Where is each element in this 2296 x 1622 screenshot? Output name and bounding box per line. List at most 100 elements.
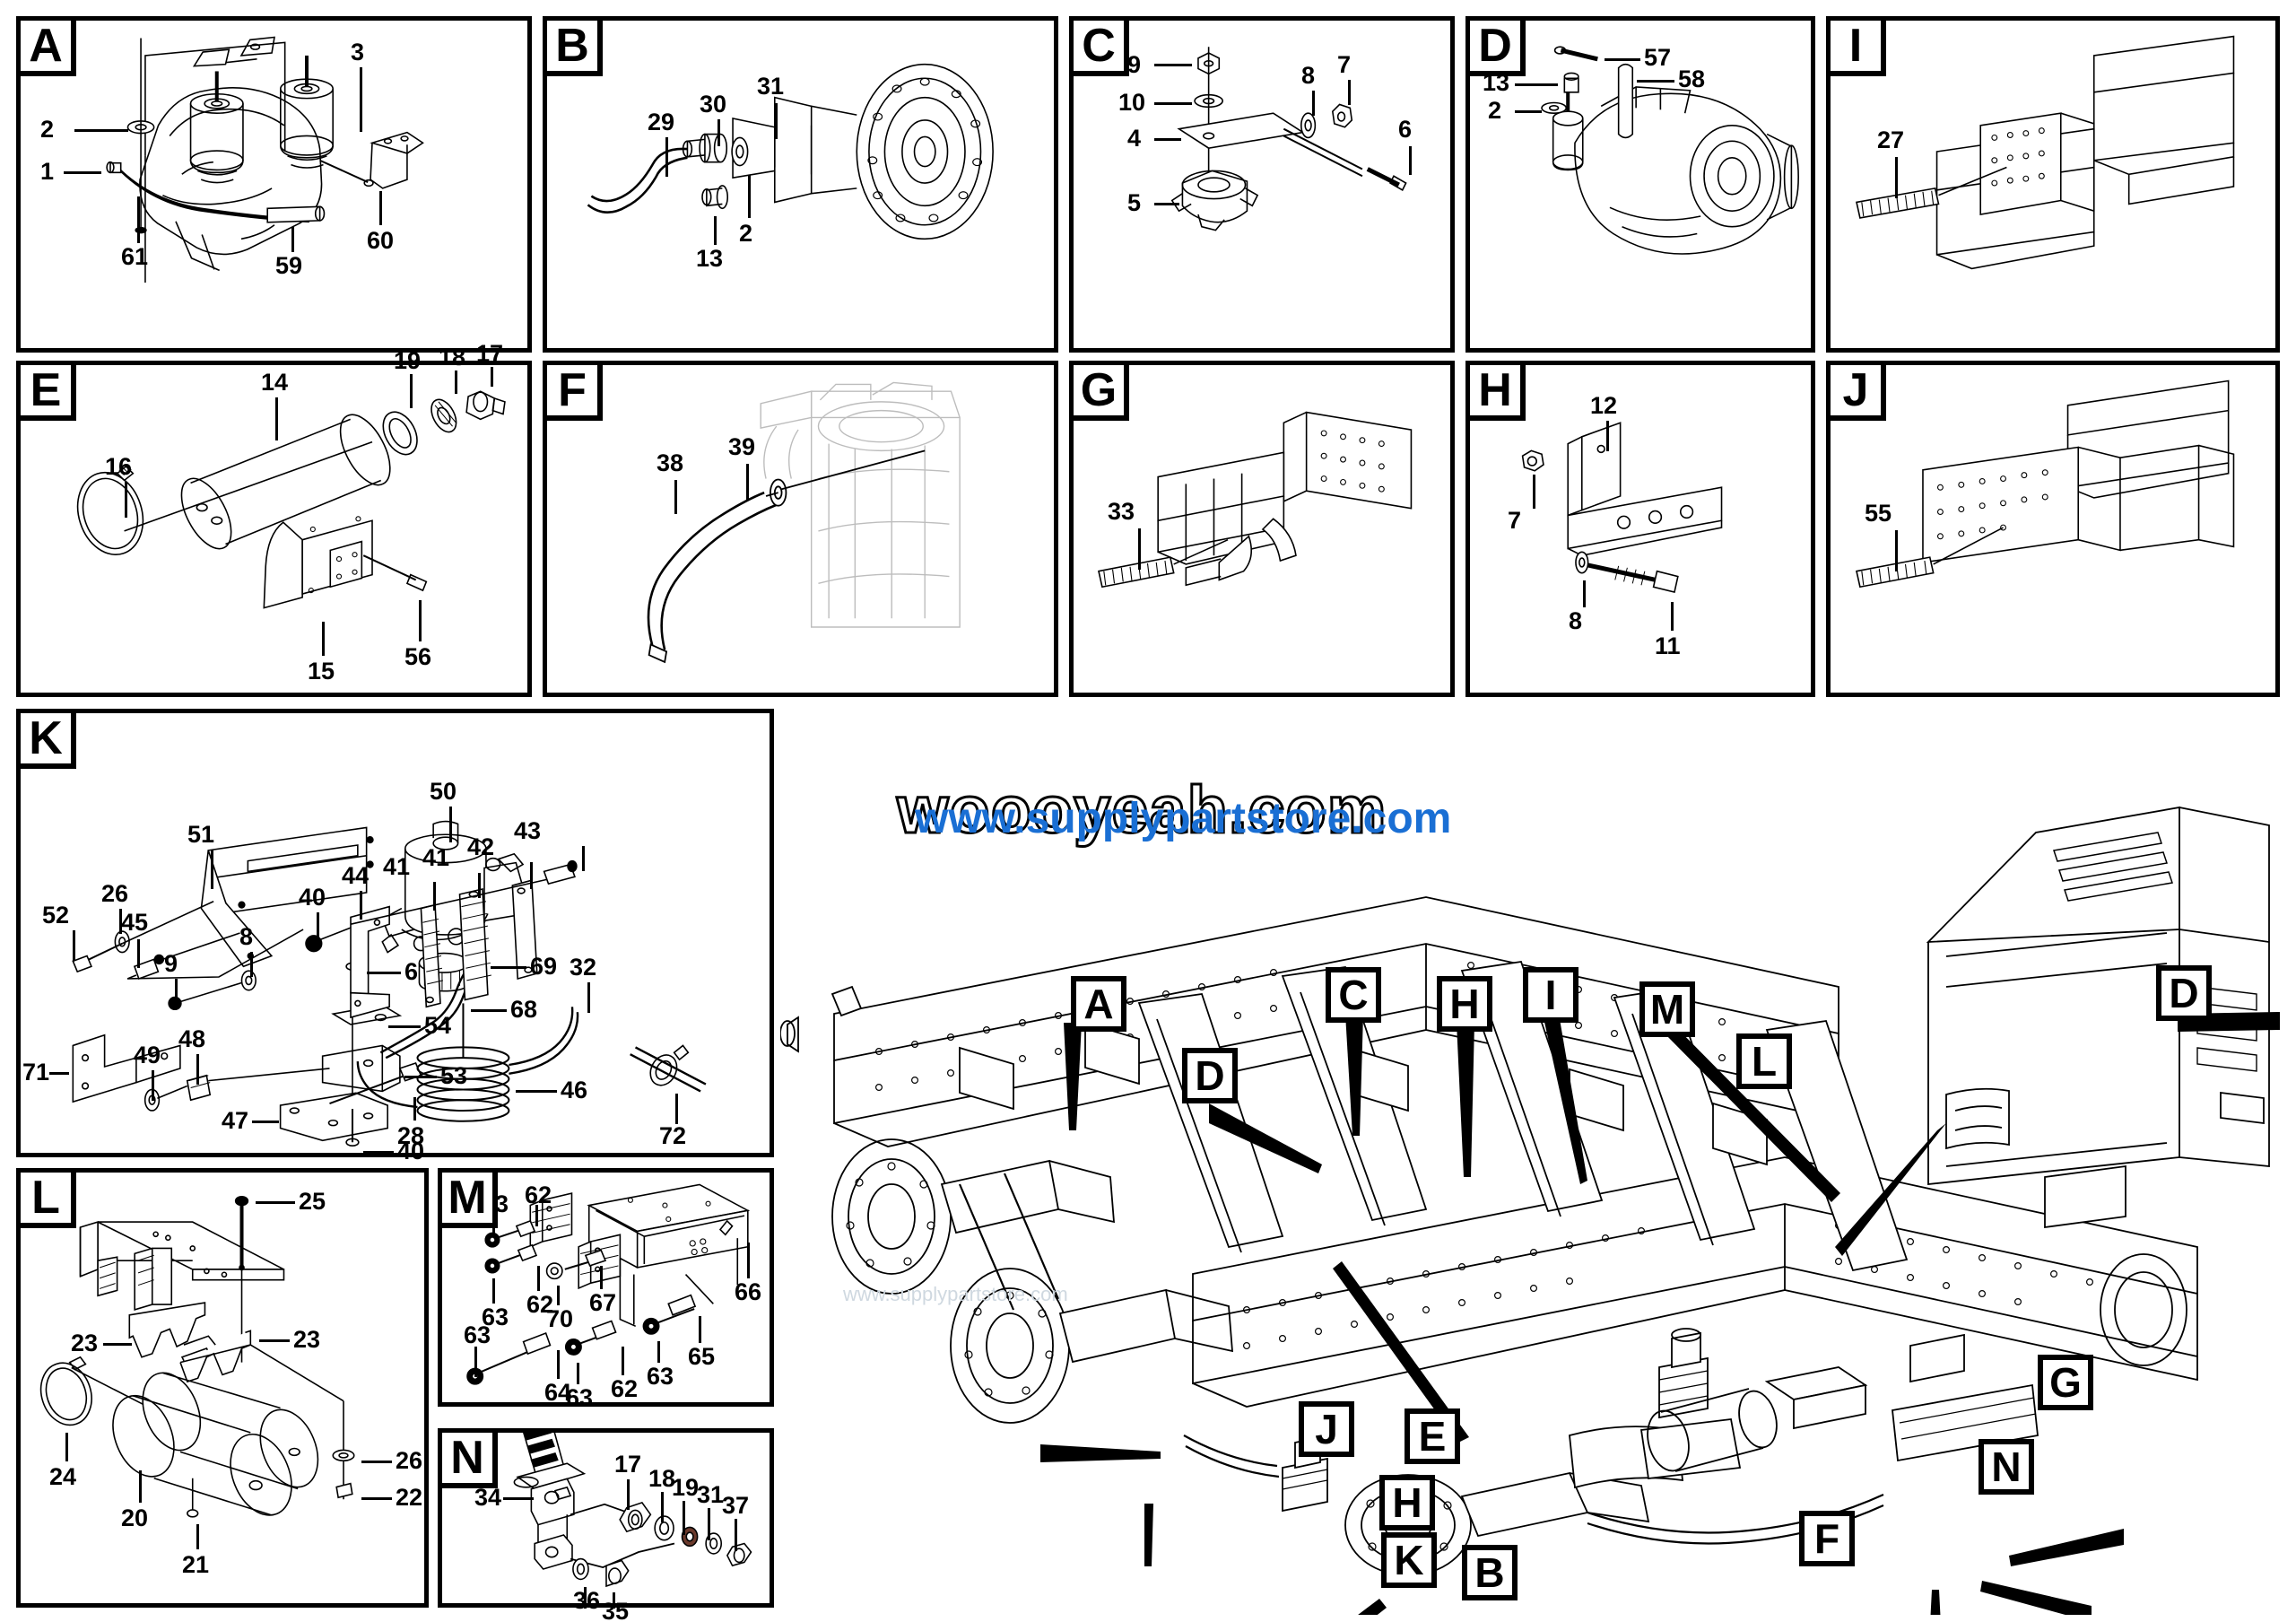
panel-m-body: 63 62 63 62 70 67 66 63 64 63 62 63 65 xyxy=(442,1173,770,1410)
lead-a-2 xyxy=(74,129,128,132)
panel-f: F xyxy=(543,361,1058,697)
num-j-55: 55 xyxy=(1865,500,1892,527)
lead-c-10 xyxy=(1154,102,1192,105)
panel-h-body: 12 7 8 11 xyxy=(1470,365,1811,693)
chassis-artwork xyxy=(780,718,2287,1615)
num-n-17: 17 xyxy=(614,1451,642,1478)
num-k-48: 48 xyxy=(178,1025,206,1052)
num-l-20: 20 xyxy=(121,1504,149,1531)
num-c-6: 6 xyxy=(1398,116,1413,143)
panel-k-letter: K xyxy=(21,713,76,769)
num-m-63d: 63 xyxy=(566,1384,594,1411)
lead-l-23b xyxy=(259,1339,290,1342)
panel-g-artwork xyxy=(1074,365,1450,693)
panel-b: B xyxy=(543,16,1058,353)
panel-g: G xyxy=(1069,361,1455,697)
num-k-6: 6 xyxy=(404,958,419,985)
lead-k-53 xyxy=(404,1076,437,1078)
num-l-25: 25 xyxy=(299,1188,326,1215)
num-n-31: 31 xyxy=(697,1481,725,1508)
lead-b-29 xyxy=(665,137,668,177)
panel-g-letter: G xyxy=(1074,365,1129,421)
panel-c-body: 9 10 4 5 8 7 6 xyxy=(1074,21,1450,348)
lead-k-28 xyxy=(413,1097,416,1121)
callout-n[interactable]: N xyxy=(1979,1439,2034,1495)
lead-l-22 xyxy=(361,1497,392,1500)
callout-c[interactable]: C xyxy=(1326,967,1381,1023)
lead-i-27 xyxy=(1895,157,1898,198)
callout-f[interactable]: F xyxy=(1799,1511,1855,1566)
num-k-45: 45 xyxy=(121,909,149,936)
lead-m-66 xyxy=(747,1243,750,1278)
panel-n-body: 34 17 18 19 31 37 36 35 xyxy=(442,1433,770,1622)
panel-c-artwork xyxy=(1074,21,1450,348)
num-k-47: 47 xyxy=(222,1107,249,1134)
lead-d-13 xyxy=(1515,83,1558,86)
panel-d-artwork xyxy=(1470,21,1811,348)
num-k-41a: 41 xyxy=(383,853,411,880)
callout-g[interactable]: G xyxy=(2038,1355,2093,1410)
callout-d-right[interactable]: D xyxy=(2156,965,2212,1021)
lead-m-63d xyxy=(577,1363,579,1384)
num-c-7: 7 xyxy=(1337,51,1352,78)
num-n-36: 36 xyxy=(573,1587,601,1614)
callout-a[interactable]: A xyxy=(1071,976,1126,1032)
lead-m-70 xyxy=(557,1286,560,1305)
lead-b-13 xyxy=(714,216,717,245)
num-k-69: 69 xyxy=(530,953,558,980)
num-a-1: 1 xyxy=(40,158,55,185)
panel-j-letter: J xyxy=(1831,365,1886,421)
callout-k[interactable]: K xyxy=(1381,1532,1437,1588)
num-m-62c: 62 xyxy=(611,1375,639,1402)
lead-j-55 xyxy=(1895,530,1898,571)
num-k-53: 53 xyxy=(440,1062,468,1089)
lead-k-26 xyxy=(119,909,122,934)
num-m-62a: 62 xyxy=(525,1182,552,1208)
num-m-63e: 63 xyxy=(647,1363,674,1390)
num-k-51: 51 xyxy=(187,821,215,848)
num-k-49: 49 xyxy=(134,1042,161,1068)
callout-b[interactable]: B xyxy=(1462,1545,1518,1600)
callout-h-lower[interactable]: H xyxy=(1379,1475,1435,1530)
lead-k-41b xyxy=(478,873,481,898)
num-k-46: 46 xyxy=(561,1077,588,1103)
num-e-19: 19 xyxy=(394,347,422,374)
callout-h-upper[interactable]: H xyxy=(1437,976,1492,1032)
callout-e[interactable]: E xyxy=(1405,1408,1460,1464)
callout-j[interactable]: J xyxy=(1299,1401,1354,1457)
lead-c-4 xyxy=(1154,138,1181,141)
panel-a: A xyxy=(16,16,532,353)
panel-c-letter: C xyxy=(1074,21,1129,76)
main-chassis-diagram xyxy=(780,718,2287,1615)
num-b-29: 29 xyxy=(648,109,675,135)
panel-n: N xyxy=(438,1428,774,1622)
lead-e-18 xyxy=(455,371,457,394)
num-b-13: 13 xyxy=(696,245,724,272)
num-d-57: 57 xyxy=(1644,44,1672,71)
lead-a-3 xyxy=(360,67,362,132)
lead-h-8 xyxy=(1583,580,1586,607)
callout-d-left[interactable]: D xyxy=(1182,1048,1238,1103)
num-c-10: 10 xyxy=(1118,89,1146,116)
lead-c-8 xyxy=(1312,91,1315,116)
num-k-52: 52 xyxy=(42,902,70,929)
num-e-16: 16 xyxy=(105,453,133,480)
panel-k-artwork xyxy=(21,713,770,1153)
num-n-18: 18 xyxy=(648,1465,676,1492)
num-c-5: 5 xyxy=(1127,189,1142,216)
callout-l[interactable]: L xyxy=(1736,1033,1792,1089)
callout-m[interactable]: M xyxy=(1639,981,1695,1037)
num-n-34: 34 xyxy=(474,1484,502,1511)
num-a-61: 61 xyxy=(121,243,149,270)
lead-l-23a xyxy=(103,1343,132,1346)
num-l-26: 26 xyxy=(396,1447,423,1474)
num-b-2: 2 xyxy=(739,220,753,247)
num-k-40b: 40 xyxy=(397,1138,425,1164)
lead-m-63b xyxy=(492,1278,495,1304)
panel-e-body: 16 14 19 18 17 15 56 xyxy=(21,342,527,693)
num-k-32: 32 xyxy=(570,954,597,981)
callout-i[interactable]: I xyxy=(1523,967,1578,1023)
lead-b-2 xyxy=(748,175,751,218)
num-d-58: 58 xyxy=(1678,65,1706,92)
lead-k-51 xyxy=(211,850,213,889)
